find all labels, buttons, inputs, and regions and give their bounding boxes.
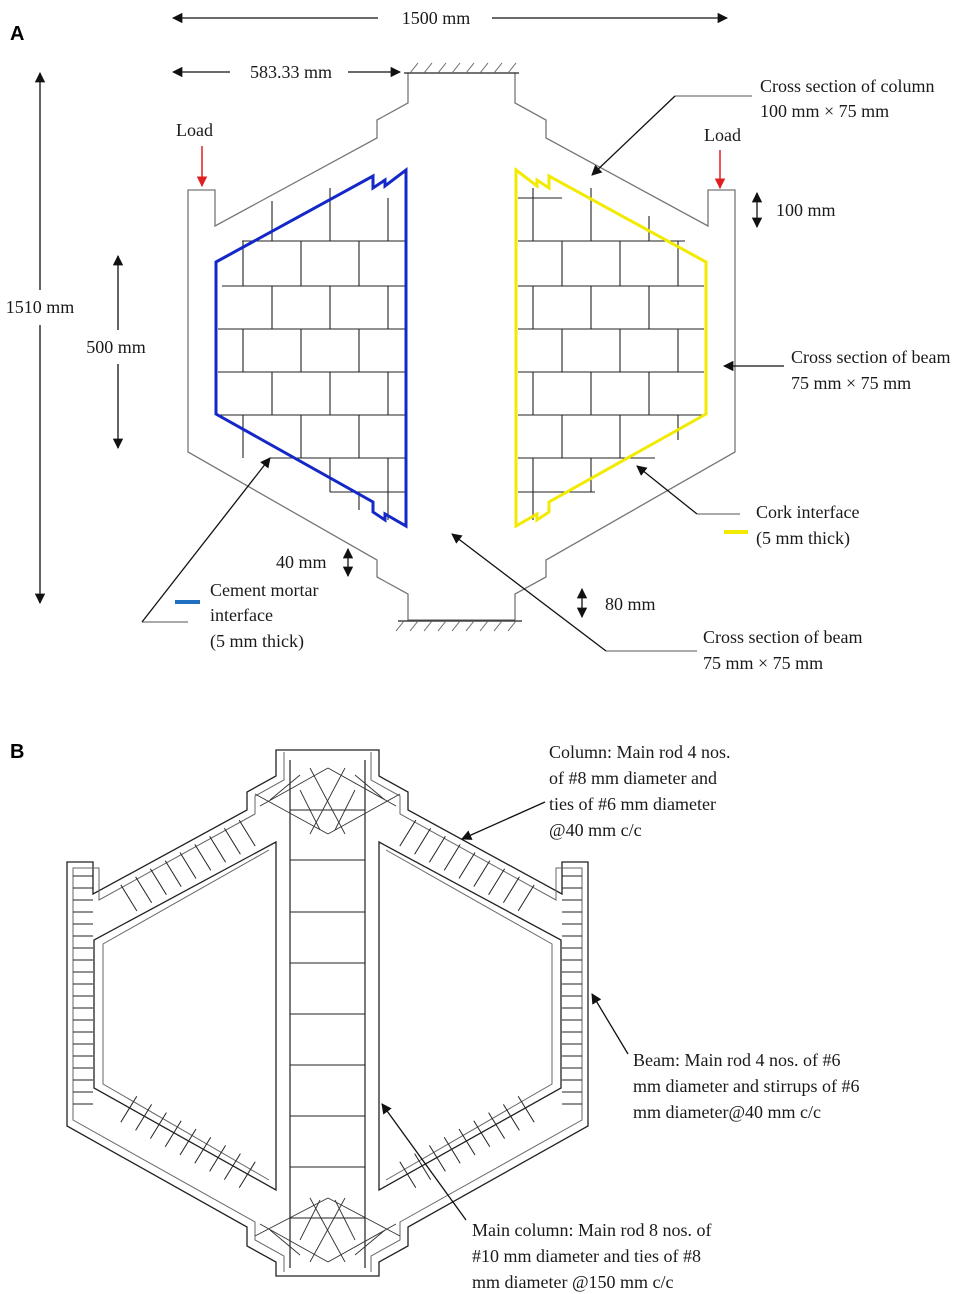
offset-label: 583.33 mm	[250, 62, 332, 82]
callout-column-section: Cross section of column 100 mm × 75 mm	[591, 76, 934, 176]
bottom-joint-ties	[254, 1197, 401, 1263]
load-label-right: Load	[704, 125, 741, 145]
right-masonry-infill	[518, 188, 704, 520]
beam-section-bottom-line2: 75 mm × 75 mm	[703, 653, 823, 673]
width-total-label: 1500 mm	[402, 8, 471, 28]
cement-line1: Cement mortar	[210, 580, 318, 600]
cork-line2: (5 mm thick)	[756, 528, 850, 549]
column-note-line4: @40 mm c/c	[549, 820, 642, 840]
left-masonry-infill	[218, 188, 405, 520]
opening-label: 500 mm	[86, 337, 146, 357]
panel-b-label: B	[10, 741, 24, 763]
cork-interface	[514, 166, 708, 529]
height-total-label: 1510 mm	[6, 297, 75, 317]
cement-line2: interface	[210, 605, 273, 625]
left-opening	[93, 840, 277, 1192]
load-label-left: Load	[176, 120, 213, 140]
dimension-top-step: 100 mm	[751, 191, 836, 229]
frame-outline	[187, 73, 736, 621]
callout-beam-section-right: Cross section of beam 75 mm × 75 mm	[722, 347, 950, 393]
column-note-line3: ties of #6 mm diameter	[549, 794, 716, 814]
dimension-left-step: 40 mm	[276, 547, 354, 578]
top-joint-ties	[254, 767, 401, 835]
right-opening	[378, 840, 562, 1192]
main-column-note-line1: Main column: Main rod 8 nos. of	[472, 1220, 711, 1240]
dimension-bottom-step: 80 mm	[576, 587, 656, 619]
bottom-support	[395, 620, 522, 632]
cement-line3: (5 mm thick)	[210, 631, 304, 652]
callout-cork: Cork interface (5 mm thick)	[636, 465, 859, 549]
column-section-line1: Cross section of column	[760, 76, 934, 96]
beam-note-line1: Beam: Main rod 4 nos. of #6	[633, 1050, 840, 1070]
cork-line1: Cork interface	[756, 502, 859, 522]
top-support	[404, 62, 519, 74]
dimension-opening: 500 mm	[86, 254, 146, 450]
column-note-line2: of #8 mm diameter and	[549, 768, 717, 788]
dimension-width-total: 1500 mm	[171, 8, 729, 28]
dimension-offset: 583.33 mm	[171, 62, 402, 82]
callout-column-note: Column: Main rod 4 nos. of #8 mm diamete…	[461, 742, 731, 840]
column-note-line1: Column: Main rod 4 nos.	[549, 742, 731, 762]
beam-note-line3: mm diameter@40 mm c/c	[633, 1102, 821, 1122]
beam-section-right-line1: Cross section of beam	[791, 347, 950, 367]
callout-main-column-note: Main column: Main rod 8 nos. of #10 mm d…	[381, 1103, 711, 1292]
main-column-note-line3: mm diameter @150 mm c/c	[472, 1272, 674, 1292]
left-step-label: 40 mm	[276, 552, 327, 572]
beam-stirrups	[73, 819, 582, 1189]
top-step-label: 100 mm	[776, 200, 836, 220]
beam-note-line2: mm diameter and stirrups of #6	[633, 1076, 859, 1096]
cement-mortar-interface	[214, 166, 408, 529]
bottom-step-label: 80 mm	[605, 594, 656, 614]
beam-section-bottom-line1: Cross section of beam	[703, 627, 862, 647]
callout-beam-section-bottom: Cross section of beam 75 mm × 75 mm	[451, 533, 862, 673]
dimension-height-total: 1510 mm	[6, 71, 75, 605]
panel-a-label: A	[10, 23, 24, 45]
panel-a: A	[6, 8, 951, 673]
column-section-line2: 100 mm × 75 mm	[760, 101, 889, 121]
callout-beam-note: Beam: Main rod 4 nos. of #6 mm diameter …	[591, 993, 859, 1122]
beam-section-right-line2: 75 mm × 75 mm	[791, 373, 911, 393]
callout-cement: Cement mortar interface (5 mm thick)	[141, 457, 318, 652]
panel-b: B	[10, 741, 859, 1292]
main-column-ties	[290, 809, 365, 1219]
reinforcement-outline	[66, 749, 589, 1277]
main-column-note-line2: #10 mm diameter and ties of #8	[472, 1246, 701, 1266]
